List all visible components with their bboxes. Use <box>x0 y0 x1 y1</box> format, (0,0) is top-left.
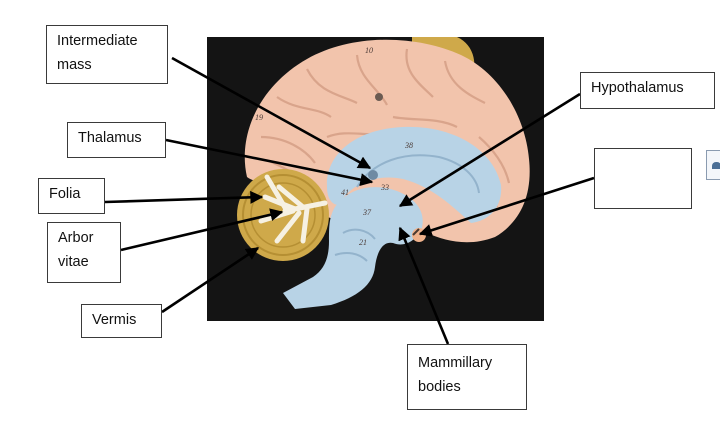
model-number: 21 <box>359 238 367 247</box>
label-line: vitae <box>58 254 89 270</box>
label-line: Hypothalamus <box>591 80 684 96</box>
label-line: Folia <box>49 186 81 202</box>
model-number: 33 <box>380 183 389 192</box>
label-line: Arbor <box>58 230 94 246</box>
model-number: 10 <box>365 46 373 55</box>
document-icon[interactable] <box>706 150 720 180</box>
label-blank[interactable] <box>594 148 692 209</box>
label-hypothalamus: Hypothalamus <box>580 72 715 109</box>
label-vermis: Vermis <box>81 304 162 338</box>
model-number: 38 <box>404 141 413 150</box>
label-arbor-vitae: Arbor vitae <box>47 222 121 283</box>
label-intermediate-mass: Intermediate mass <box>46 25 168 84</box>
label-line: Vermis <box>92 312 137 328</box>
brain-model-illustration: 10 19 38 33 41 37 21 <box>237 37 530 309</box>
label-folia: Folia <box>38 178 105 214</box>
model-number: 41 <box>341 188 349 197</box>
brainstem <box>283 187 423 309</box>
label-line: bodies <box>418 379 461 395</box>
label-line: mass <box>57 57 92 73</box>
model-number: 19 <box>255 113 263 122</box>
label-mammillary-bodies: Mammillary bodies <box>407 344 527 410</box>
brain-model-photo: 10 19 38 33 41 37 21 <box>207 37 544 321</box>
model-number: 37 <box>362 208 372 217</box>
label-line: Intermediate <box>57 33 138 49</box>
label-line: Mammillary <box>418 355 493 371</box>
label-line: Thalamus <box>78 130 142 146</box>
label-thalamus: Thalamus <box>67 122 166 158</box>
